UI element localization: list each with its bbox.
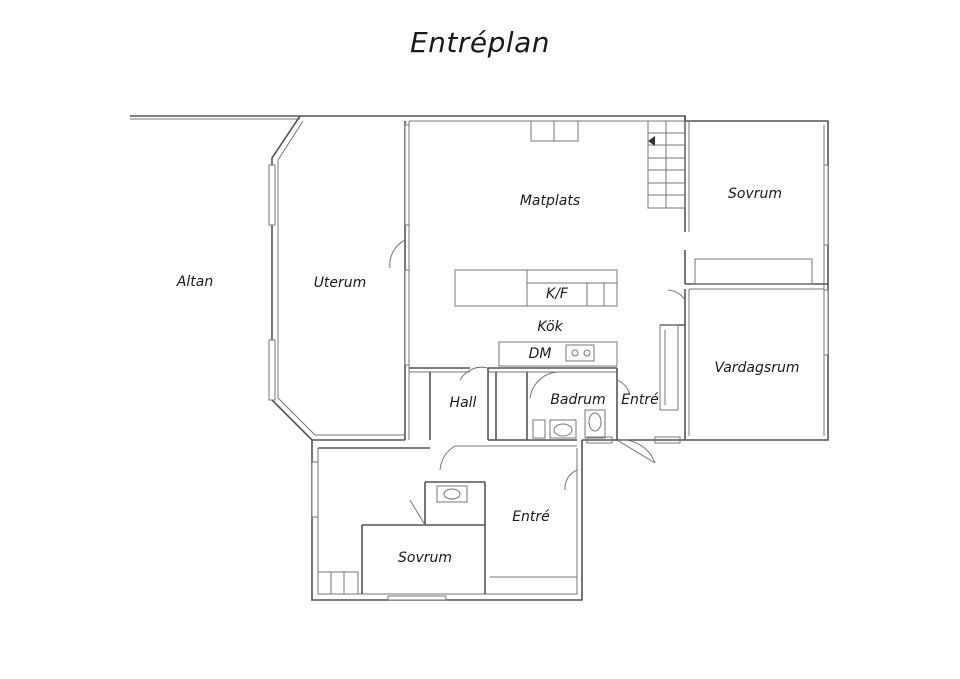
lower-wing-walls <box>311 439 583 601</box>
plan-title: Entréplan <box>409 26 551 59</box>
door-uterum <box>389 239 406 269</box>
stairs <box>647 120 686 209</box>
room-label-entre-lower: Entré <box>512 509 550 525</box>
room-label-matplats: Matplats <box>519 193 581 209</box>
room-label-kok: Kök <box>537 319 563 335</box>
room-label-entre-upper: Entré <box>621 392 659 408</box>
room-label-kf: K/F <box>546 286 568 302</box>
room-label-sovrum-lower: Sovrum <box>397 550 453 566</box>
uterum-walls <box>268 115 410 441</box>
kitchen-counters <box>454 269 618 367</box>
room-label-uterum: Uterum <box>313 275 367 291</box>
bathroom-fixtures <box>532 409 606 439</box>
inner-walls <box>409 289 686 440</box>
room-label-sovrum-upper: Sovrum <box>727 186 783 202</box>
terrace-edge <box>130 115 300 120</box>
room-label-dm: DM <box>528 346 552 362</box>
room-label-altan: Altan <box>176 274 214 290</box>
room-label-badrum: Badrum <box>550 392 606 408</box>
entrance-doors <box>586 436 681 464</box>
room-label-hall: Hall <box>449 395 477 411</box>
room-label-vardagsrum: Vardagsrum <box>714 360 800 376</box>
